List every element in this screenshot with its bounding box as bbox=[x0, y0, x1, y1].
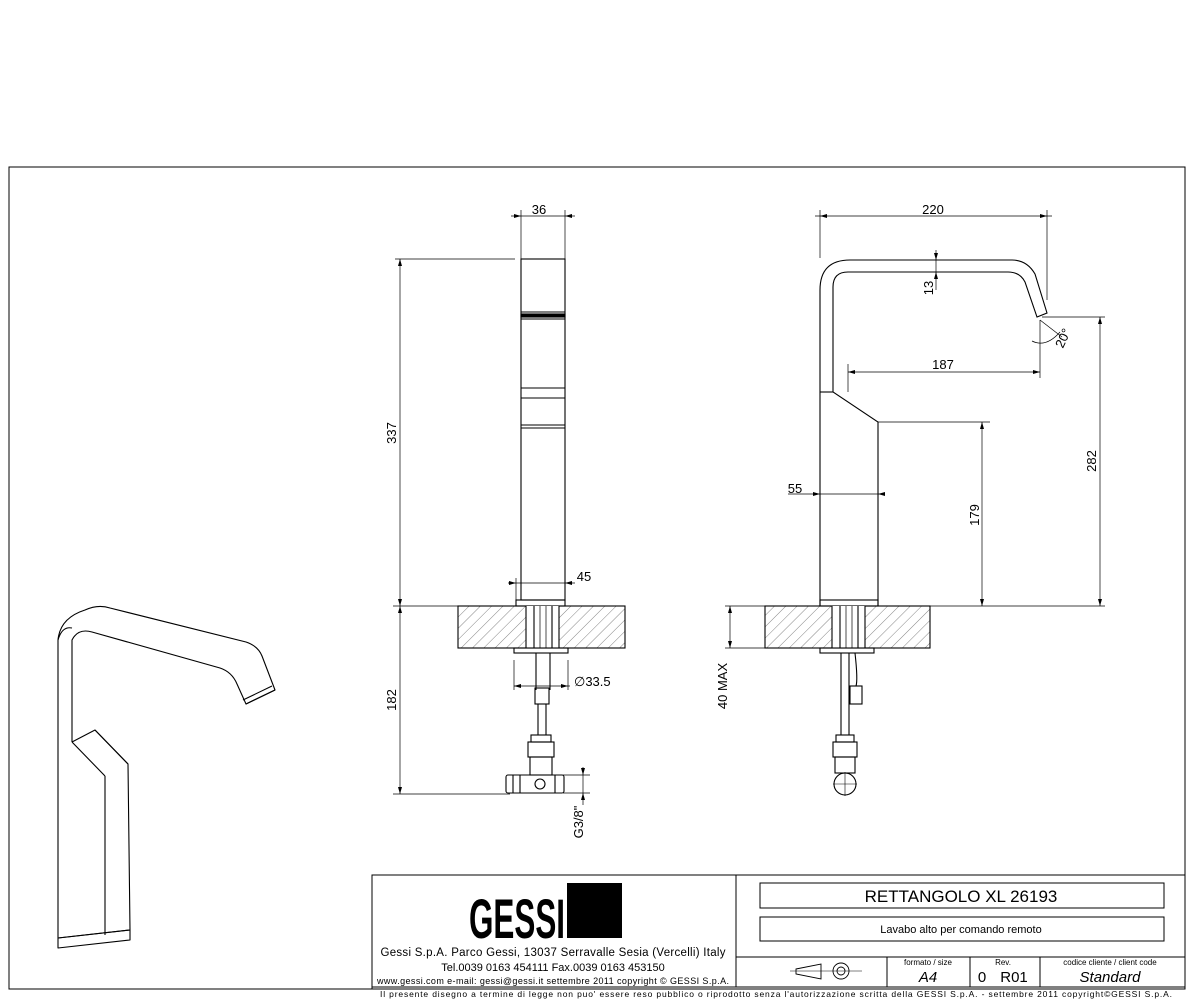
dim-220: 220 bbox=[922, 202, 944, 217]
drawing-frame bbox=[8, 166, 1186, 990]
dim-282: 282 bbox=[1084, 450, 1099, 472]
format-label: formato / size bbox=[904, 958, 953, 967]
company-tel-fax: Tel.0039 0163 454111 Fax.0039 0163 45315… bbox=[441, 962, 664, 974]
dim-g3-8: G3/8" bbox=[571, 805, 586, 838]
dim-45: 45 bbox=[577, 569, 591, 584]
front-view-dimensions bbox=[393, 210, 590, 805]
format-value: A4 bbox=[918, 969, 937, 986]
gessi-logo-text: GESSI bbox=[469, 887, 565, 950]
front-view bbox=[457, 258, 626, 794]
product-title: RETTANGOLO XL 26193 bbox=[865, 887, 1058, 906]
title-block bbox=[371, 874, 1186, 990]
dim-337: 337 bbox=[384, 422, 399, 444]
sheet-value: 0 bbox=[978, 969, 986, 986]
dim-179: 179 bbox=[967, 504, 982, 526]
dim-13: 13 bbox=[921, 281, 936, 295]
gessi-logo: GESSI bbox=[469, 883, 622, 950]
side-view-dimensions bbox=[725, 210, 1105, 649]
dim-20-degrees: 20° bbox=[1052, 326, 1074, 350]
side-view bbox=[764, 259, 1048, 796]
dim-36: 36 bbox=[532, 202, 546, 217]
dim-55: 55 bbox=[788, 481, 802, 496]
projection-symbol-icon bbox=[790, 962, 862, 980]
dim-182: 182 bbox=[384, 689, 399, 711]
rev-value: R01 bbox=[1000, 969, 1028, 986]
company-address: Gessi S.p.A. Parco Gessi, 13037 Serraval… bbox=[381, 947, 726, 959]
product-subtitle: Lavabo alto per comando remoto bbox=[880, 924, 1041, 936]
dim-diameter-33-5: ∅33.5 bbox=[574, 674, 611, 689]
client-code-value: Standard bbox=[1080, 969, 1142, 986]
legal-notice: Il presente disegno a termine di legge n… bbox=[380, 989, 1172, 999]
dim-40-max: 40 MAX bbox=[715, 663, 730, 710]
product-subtitle-box bbox=[759, 916, 1165, 942]
client-code-label: codice cliente / client code bbox=[1063, 958, 1157, 967]
dim-187: 187 bbox=[932, 357, 954, 372]
product-title-box bbox=[759, 882, 1165, 909]
perspective-view bbox=[57, 605, 276, 949]
rev-label: Rev. bbox=[995, 958, 1011, 967]
company-web-email: www.gessi.com e-mail: gessi@gessi.it set… bbox=[376, 976, 729, 986]
